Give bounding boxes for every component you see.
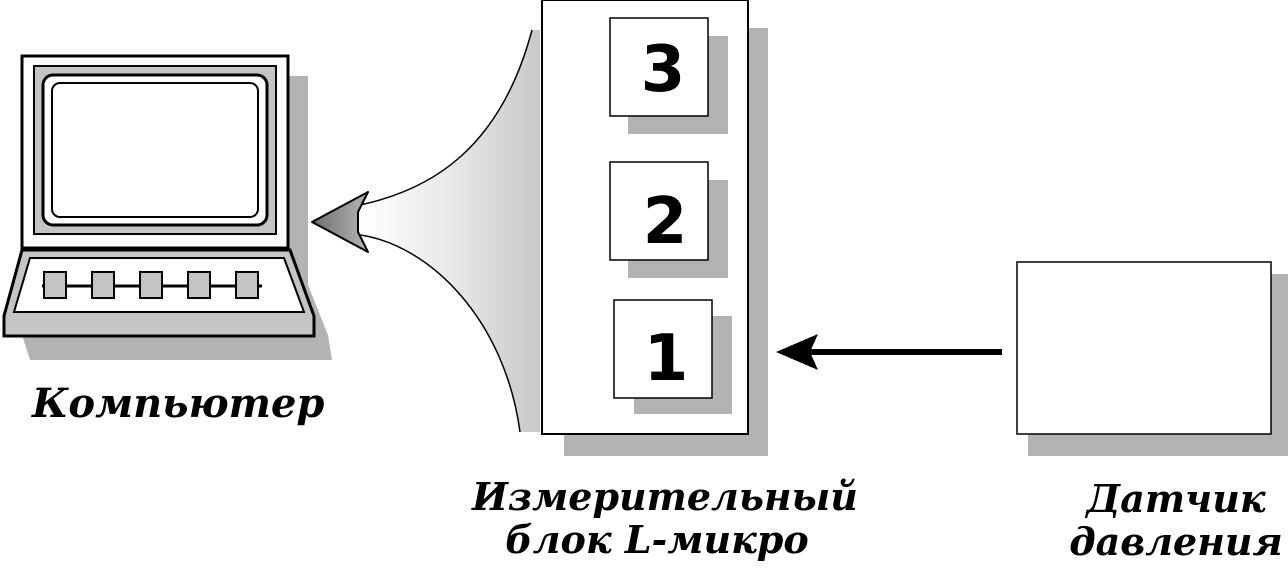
sensor-label-line1: Датчик — [1086, 476, 1266, 521]
monitor-screen-inner — [51, 82, 259, 218]
slot-3-box — [609, 17, 709, 117]
slot-1-number: 1 — [644, 322, 689, 396]
pressure-sensor — [1016, 261, 1288, 456]
key — [187, 271, 211, 299]
slot-1-box — [613, 299, 713, 399]
slot-2-box — [609, 161, 709, 261]
slot-2-number: 2 — [643, 185, 688, 259]
measuring-unit-label-line1: Измерительный — [472, 474, 858, 519]
arrow-sensor-to-unit — [776, 334, 1002, 370]
data-flow-fan — [311, 29, 540, 433]
computer-label: Компьютер — [32, 380, 325, 427]
measuring-unit-label: Измерительный блок L-микро — [472, 474, 858, 562]
key — [43, 271, 67, 299]
sensor-label-line2: давления — [1069, 518, 1283, 564]
measuring-unit: 3 2 1 — [541, 0, 768, 456]
slot-3-number: 3 — [641, 33, 686, 107]
arrow-to-computer-icon — [311, 191, 369, 253]
arrow-left-icon — [776, 334, 818, 370]
sensor-label: Датчик давления — [1064, 476, 1288, 564]
key — [139, 271, 163, 299]
measuring-unit-label-line2: блок L-микро — [505, 516, 809, 562]
key — [91, 271, 115, 299]
flow-fan-edge-bottom — [359, 234, 521, 433]
key — [235, 271, 259, 299]
sensor-box — [1016, 261, 1272, 435]
flow-fan-edge-top — [359, 29, 533, 206]
flow-fan-fill — [360, 30, 540, 432]
computer-icon — [2, 54, 332, 360]
